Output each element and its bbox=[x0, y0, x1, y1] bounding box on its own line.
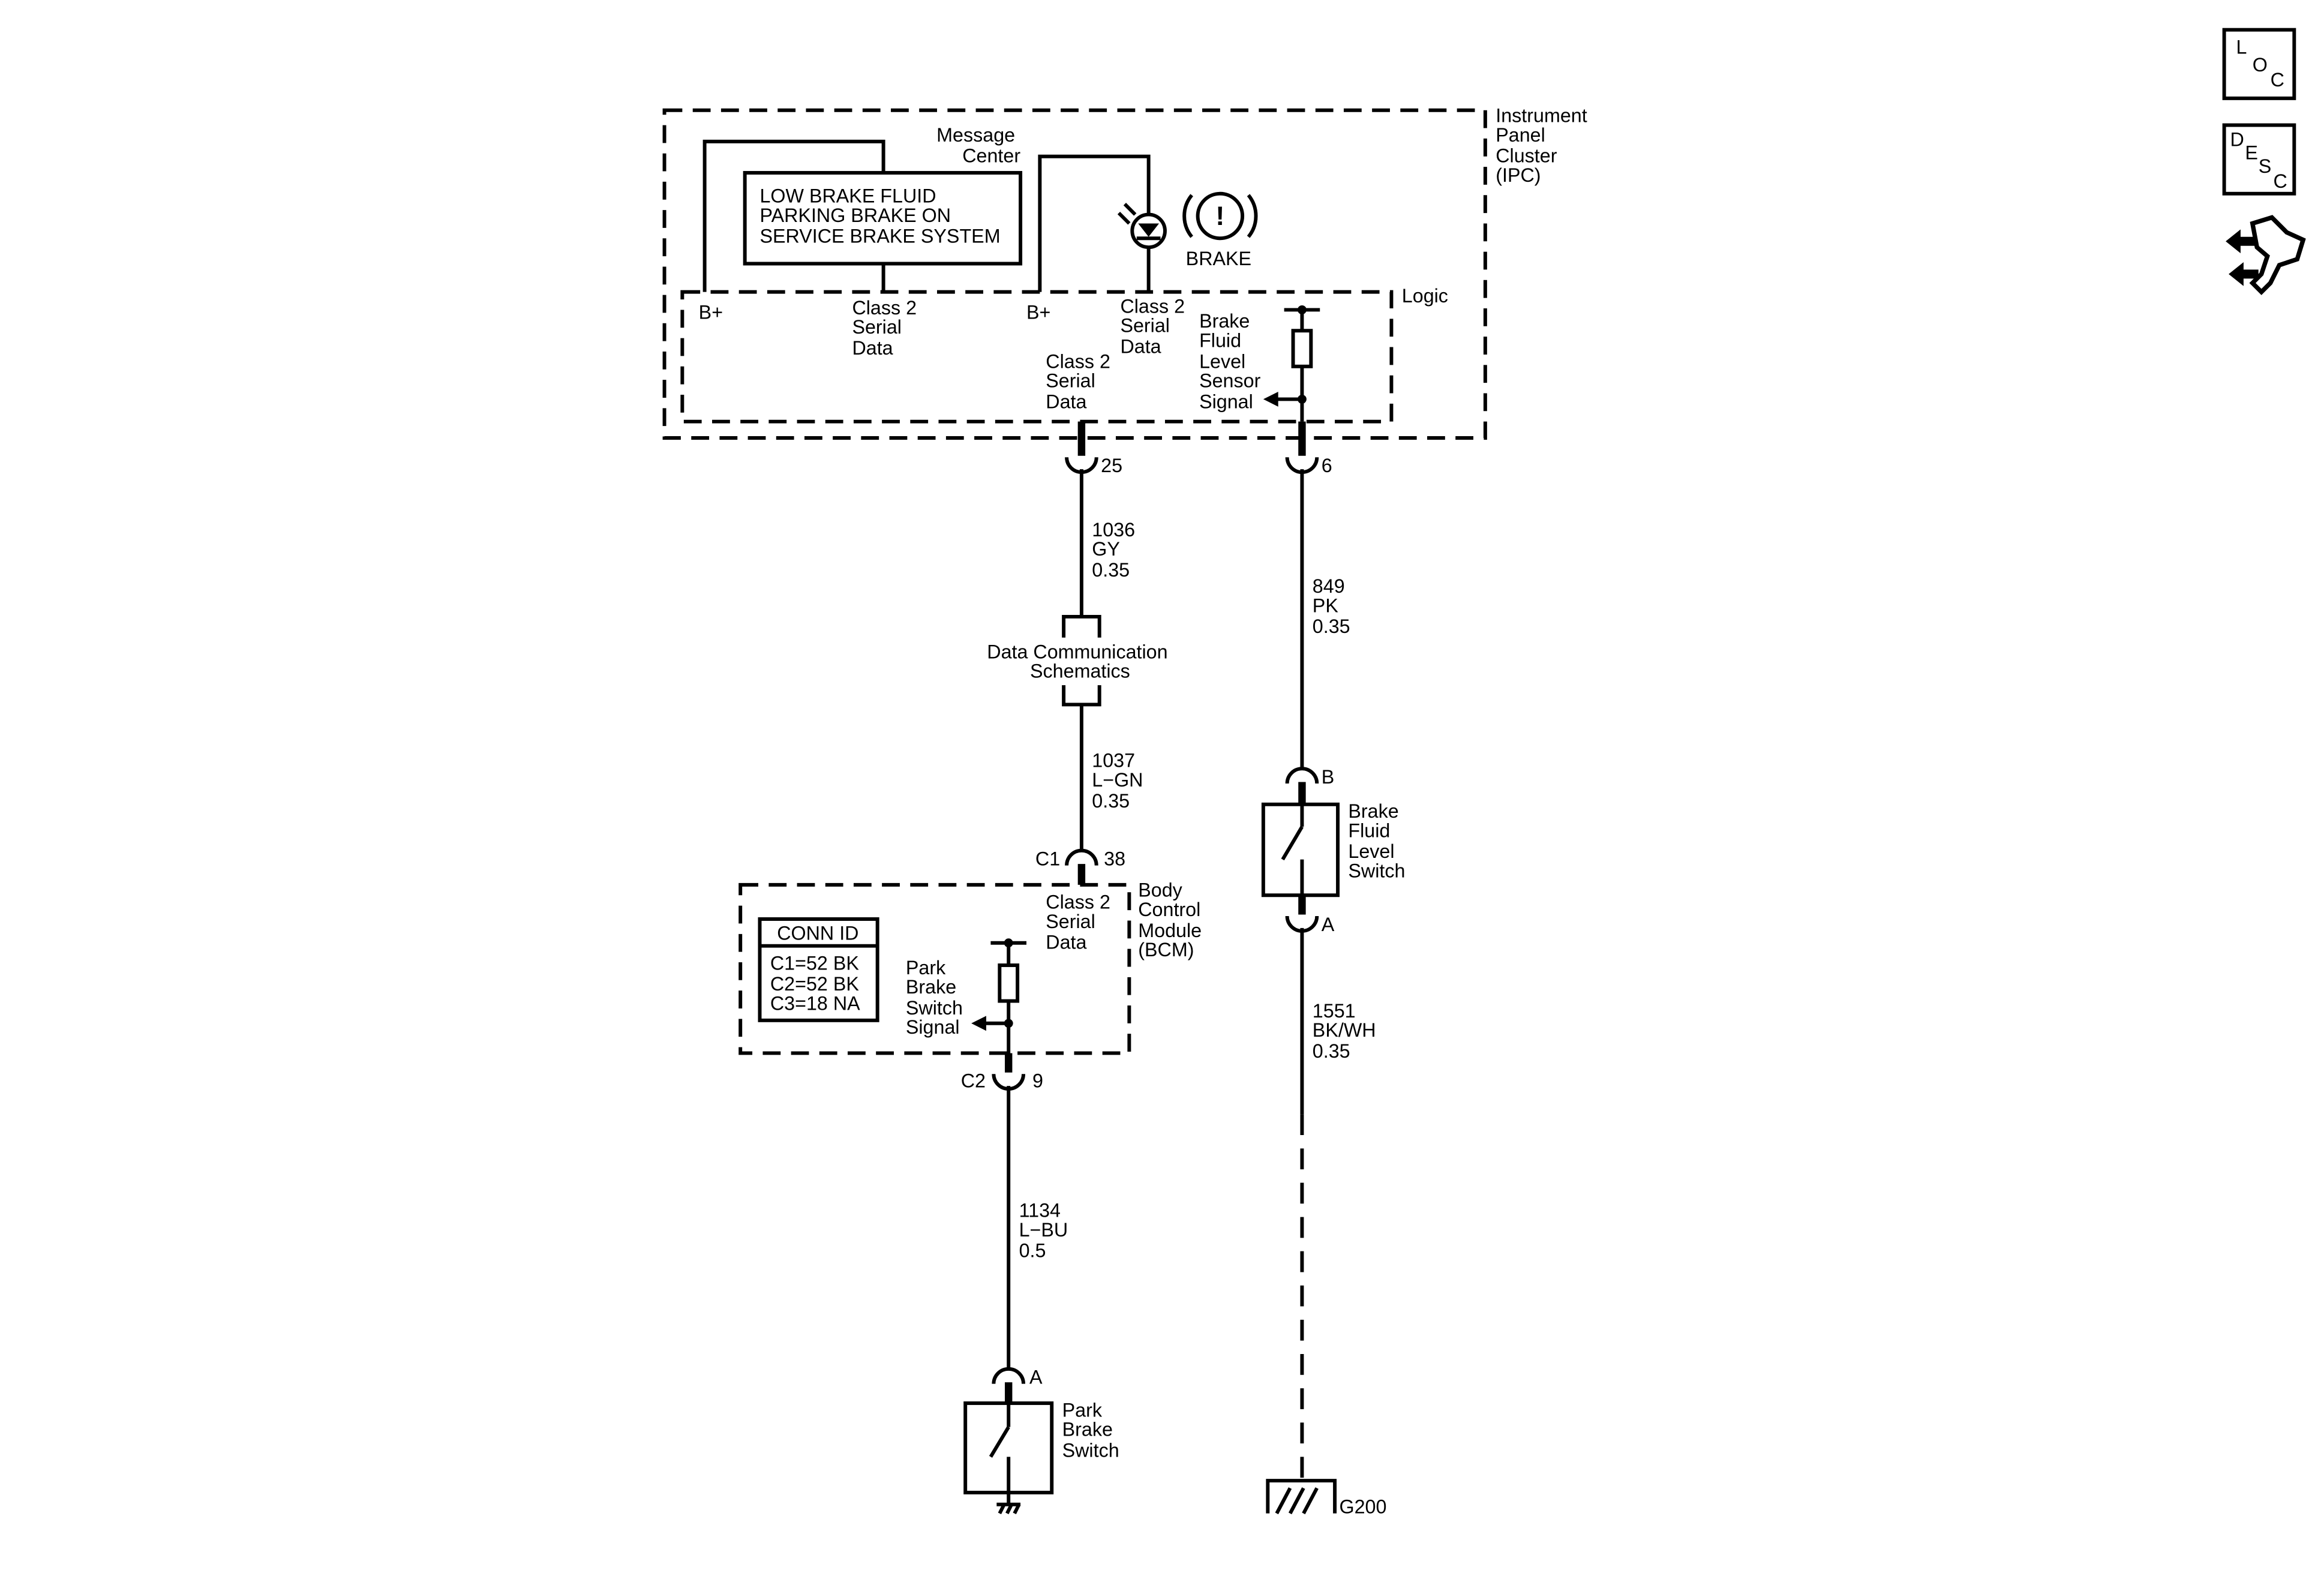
brake-warning-icon: ! bbox=[1182, 191, 1258, 241]
park-brake-switch bbox=[963, 1401, 1054, 1515]
class2-circuit: 25 1036 GY 0.35 Data Communication Schem… bbox=[987, 421, 1173, 885]
loc-button[interactable]: L O C bbox=[2222, 28, 2296, 100]
ipc-pin-6: 6 bbox=[1322, 455, 1332, 476]
bcm-c2-label: C2 bbox=[961, 1070, 986, 1092]
conn-id-table: CONN ID C1=52 BK C2=52 BK C3=18 NA bbox=[758, 917, 879, 1022]
ipc-name: Instrument Panel Cluster (IPC) bbox=[1496, 105, 1592, 186]
brake-indicator-label: BRAKE bbox=[1186, 248, 1251, 269]
data-comm-break-bottom bbox=[1062, 685, 1101, 707]
wire-1037-label: 1037 L−GN 0.35 bbox=[1092, 750, 1148, 812]
park-switch-connector bbox=[992, 1367, 1026, 1384]
ipc-bplus-feed-left bbox=[702, 139, 885, 292]
data-comm-label: Data Communication Schematics bbox=[987, 641, 1173, 682]
svg-text:E: E bbox=[2245, 142, 2258, 164]
ipc-pullup-resistor bbox=[1263, 305, 1320, 422]
park-brake-switch-label: Park Brake Switch bbox=[1062, 1399, 1119, 1461]
park-brake-circuit: C2 9 1134 L−BU 0.5 A Park Brake Switch bbox=[961, 1053, 1119, 1515]
wire-849-label: 849 PK 0.35 bbox=[1313, 575, 1350, 637]
svg-text:C: C bbox=[2274, 170, 2287, 192]
ipc-bplus-left: B+ bbox=[699, 301, 723, 323]
bcm-class2: Class 2 Serial Data bbox=[1046, 891, 1116, 953]
ipc-bplus-right: B+ bbox=[1026, 301, 1050, 323]
wire-1134-label: 1134 L−BU 0.5 bbox=[1019, 1200, 1074, 1262]
brake-fluid-switch-label: Brake Fluid Level Switch bbox=[1348, 800, 1405, 881]
brake-fluid-level-switch bbox=[1261, 802, 1340, 897]
bcm-connector-c1 bbox=[1065, 848, 1098, 866]
ipc-outline bbox=[662, 108, 1487, 440]
ipc-class2-b: Class 2 Serial Data bbox=[1120, 295, 1190, 357]
ipc-bplus-feed-right bbox=[1038, 154, 1151, 292]
wire-1551-label: 1551 BK/WH 0.35 bbox=[1313, 1000, 1382, 1062]
ipc-logic-label: Logic bbox=[1402, 285, 1448, 307]
message-center-display bbox=[743, 171, 1023, 266]
svg-text:CONN ID: CONN ID bbox=[777, 923, 858, 944]
ipc-module: Instrument Panel Cluster (IPC) Logic Mes… bbox=[662, 105, 1592, 440]
ipc-brake-fluid-signal: Brake Fluid Level Sensor Signal bbox=[1199, 310, 1266, 412]
bcm-name: Body Control Module (BCM) bbox=[1138, 879, 1207, 960]
bcm-outline bbox=[738, 882, 1131, 1055]
svg-text:C: C bbox=[2271, 69, 2284, 91]
svg-text:C1=52 BK C2=52 BK: C1=52 BK C2=52 BK C3=18 NA bbox=[770, 952, 864, 1014]
bcm-pin-9: 9 bbox=[1032, 1070, 1043, 1092]
bcm-c1-label: C1 bbox=[1035, 848, 1060, 870]
ipc-class2-c: Class 2 Serial Data bbox=[1046, 350, 1116, 412]
connector-end-view-icon[interactable] bbox=[2226, 215, 2306, 295]
fluid-switch-connector-b bbox=[1285, 767, 1319, 784]
brake-indicator-led bbox=[1117, 203, 1167, 250]
svg-text:S: S bbox=[2259, 155, 2272, 177]
ground-label: G200 bbox=[1340, 1496, 1387, 1518]
park-switch-pin-a: A bbox=[1029, 1367, 1043, 1388]
svg-text:D: D bbox=[2230, 128, 2244, 150]
data-comm-break-top bbox=[1062, 614, 1101, 638]
bcm-pullup-resistor bbox=[971, 938, 1027, 1053]
ipc-class2-a: Class 2 Serial Data bbox=[852, 297, 922, 359]
svg-text:!: ! bbox=[1215, 202, 1224, 231]
message-center-label: Message Center bbox=[936, 124, 1020, 167]
bcm-pin-38: 38 bbox=[1104, 848, 1125, 870]
svg-text:L: L bbox=[2236, 36, 2247, 58]
wire-1036-label: 1036 GY 0.35 bbox=[1092, 519, 1140, 581]
bcm-park-signal: Park Brake Switch Signal bbox=[906, 957, 968, 1038]
svg-text:O: O bbox=[2253, 54, 2268, 76]
ground-g200 bbox=[1266, 1479, 1337, 1515]
fluid-switch-pin-b: B bbox=[1322, 766, 1335, 788]
desc-button[interactable]: D E S C bbox=[2222, 123, 2296, 196]
message-center-messages: LOW BRAKE FLUID PARKING BRAKE ON SERVICE… bbox=[760, 185, 1001, 247]
ipc-pin-25: 25 bbox=[1101, 455, 1122, 476]
ipc-logic-box bbox=[680, 290, 1394, 424]
fluid-switch-pin-a: A bbox=[1322, 914, 1335, 935]
bcm-module: Body Control Module (BCM) Class 2 Serial… bbox=[738, 879, 1207, 1055]
brake-fluid-circuit: 6 849 PK 0.35 B Brake Fluid Level Switch… bbox=[1261, 421, 1405, 1518]
